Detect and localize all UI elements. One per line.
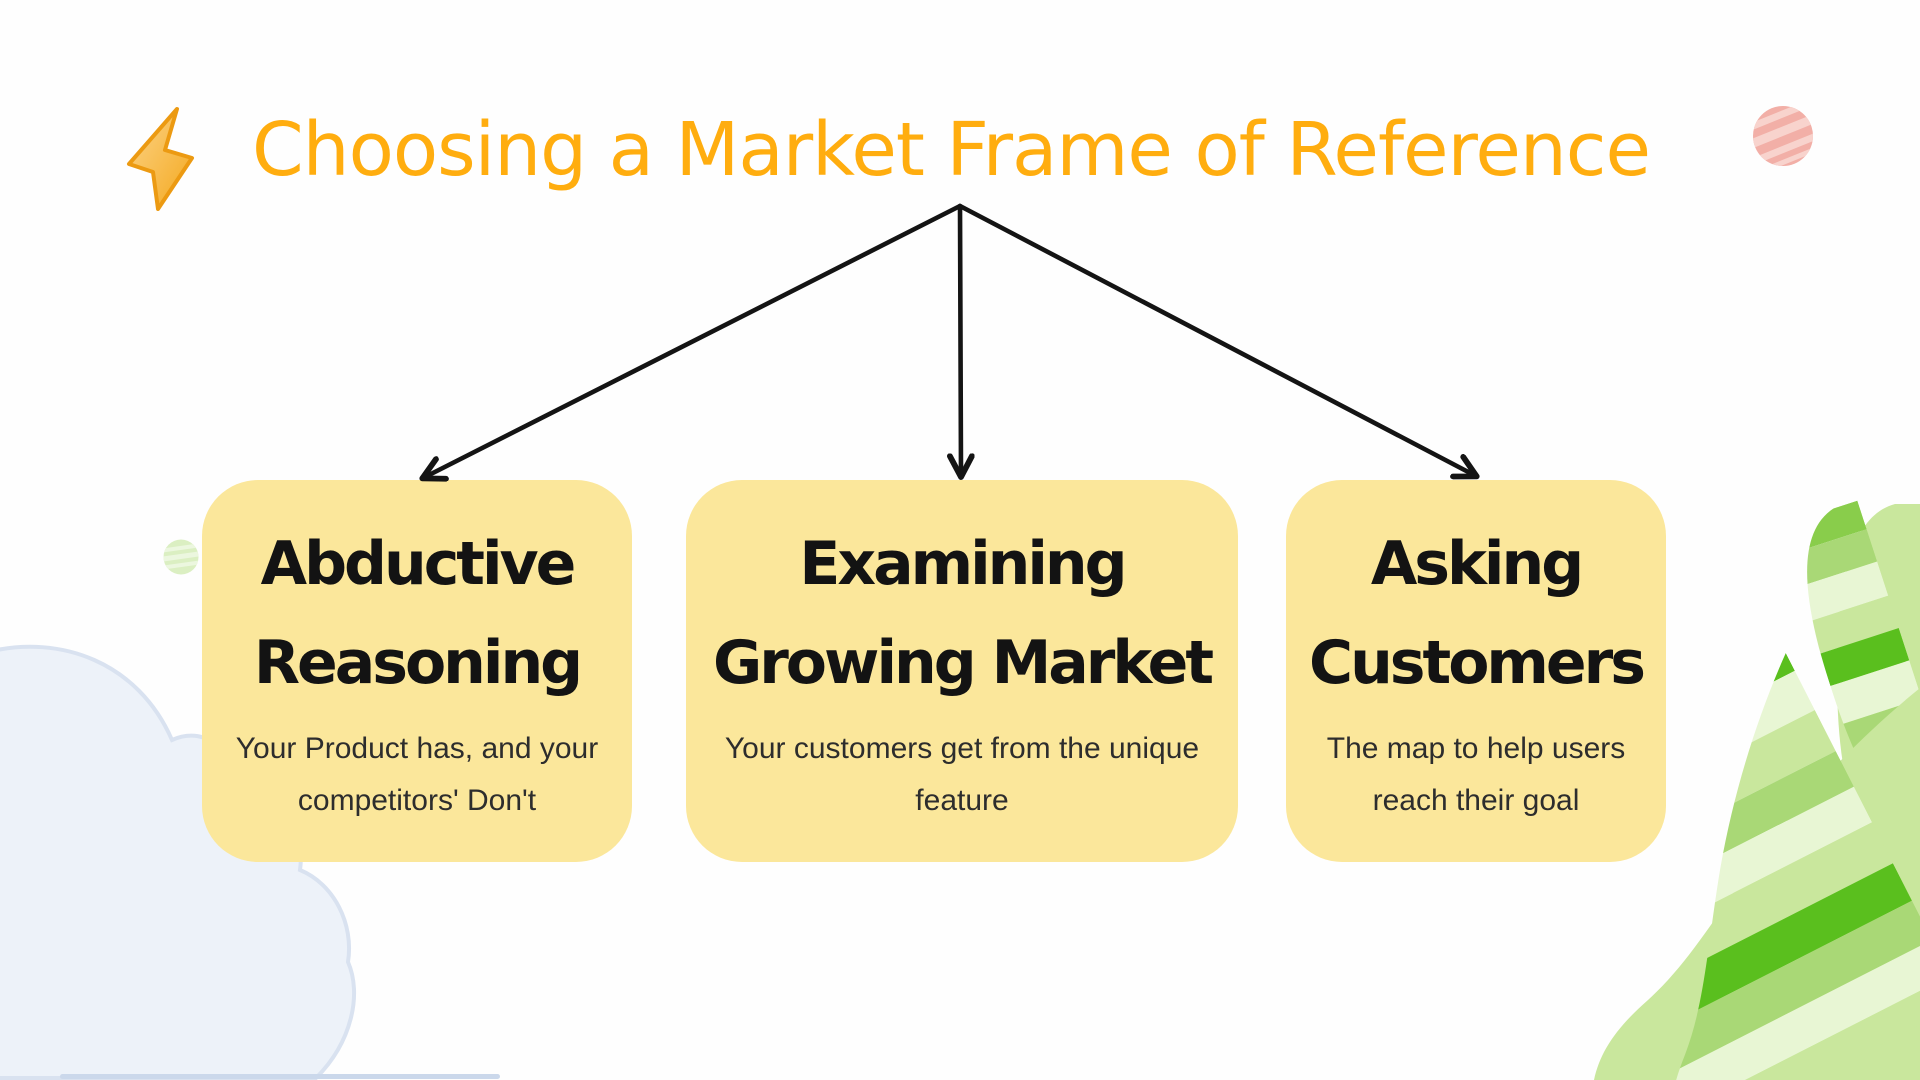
card-heading: Examining Growing Market bbox=[712, 529, 1214, 699]
card-description: Your Product has, and your competitors' … bbox=[235, 732, 599, 817]
card-abductive-reasoning: Abductive Reasoning Your Product has, an… bbox=[202, 480, 632, 862]
pink-striped-circle-icon bbox=[1743, 97, 1823, 175]
card-heading: Asking Customers bbox=[1309, 529, 1646, 699]
card-description: Your customers get from the unique featu… bbox=[724, 732, 1200, 817]
card-description: The map to help users reach their goal bbox=[1326, 732, 1626, 817]
card-heading: Abductive Reasoning bbox=[253, 529, 583, 699]
card-examining-growing-market: Examining Growing Market Your customers … bbox=[686, 480, 1238, 862]
card-asking-customers: Asking Customers The map to help users r… bbox=[1286, 480, 1666, 862]
page-title: Choosing a Market Frame of Reference bbox=[252, 107, 1651, 193]
